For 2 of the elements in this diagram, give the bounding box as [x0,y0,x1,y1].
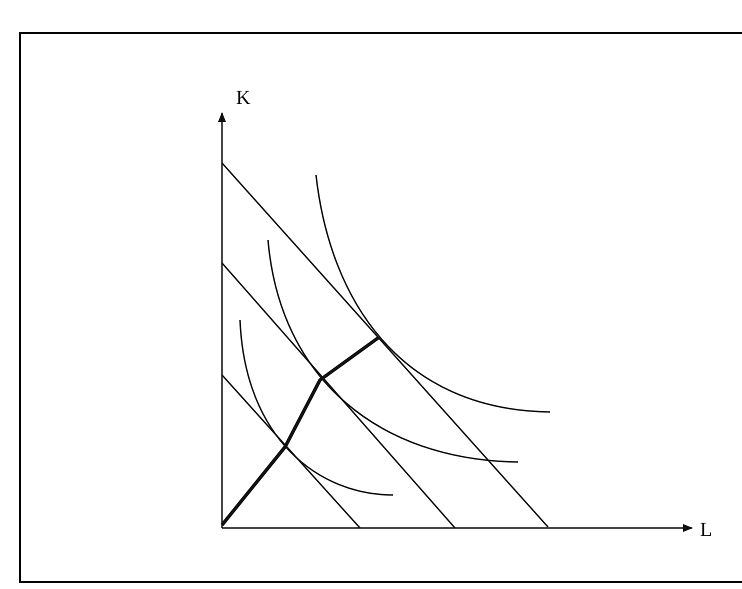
axis-label: K [236,88,250,108]
axis-label: L [700,520,712,540]
